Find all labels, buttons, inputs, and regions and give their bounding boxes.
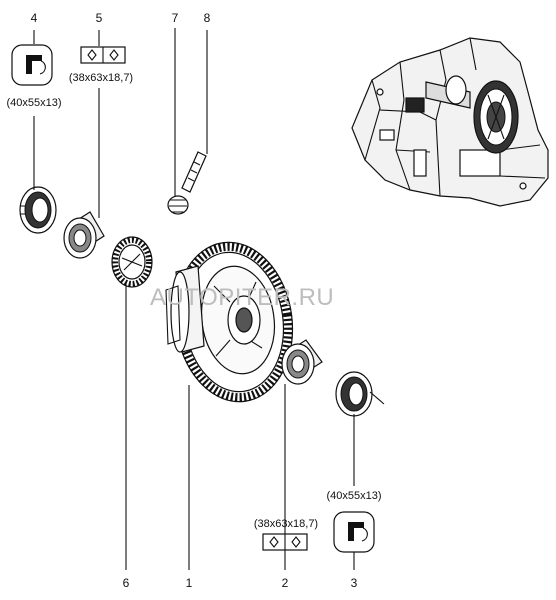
watermark: AUTOPITER.RU bbox=[150, 284, 334, 311]
oil-seal-right bbox=[335, 371, 385, 417]
side-gear-ring bbox=[111, 236, 153, 288]
callout-dimension-2: (38x63x18,7) bbox=[254, 518, 318, 530]
seal-icon-3 bbox=[333, 511, 375, 553]
callout-number-2: 2 bbox=[282, 576, 289, 590]
gearbox-housing-illustration bbox=[351, 37, 549, 207]
callout-number-3: 3 bbox=[351, 576, 358, 590]
bearing-left bbox=[63, 211, 105, 259]
leader-lines bbox=[33, 28, 355, 570]
differential-assembly bbox=[165, 241, 294, 403]
bearing-icon-5 bbox=[80, 46, 126, 64]
callout-number-4: 4 bbox=[31, 11, 38, 25]
speedometer-drive-gear bbox=[167, 195, 189, 215]
callout-number-7: 7 bbox=[172, 11, 179, 25]
seal-icon-4 bbox=[11, 44, 53, 86]
bearing-right bbox=[281, 339, 323, 385]
speedometer-pinion-shaft bbox=[181, 151, 207, 193]
callout-number-8: 8 bbox=[204, 11, 211, 25]
callout-dimension-3: (40x55x13) bbox=[326, 490, 381, 502]
callout-number-6: 6 bbox=[123, 576, 130, 590]
callout-number-1: 1 bbox=[186, 576, 193, 590]
callout-dimension-5: (38x63x18,7) bbox=[69, 72, 133, 84]
bearing-icon-2 bbox=[262, 533, 308, 551]
callout-dimension-4: (40x55x13) bbox=[6, 97, 61, 109]
callout-number-5: 5 bbox=[96, 11, 103, 25]
oil-seal-left bbox=[19, 186, 57, 234]
